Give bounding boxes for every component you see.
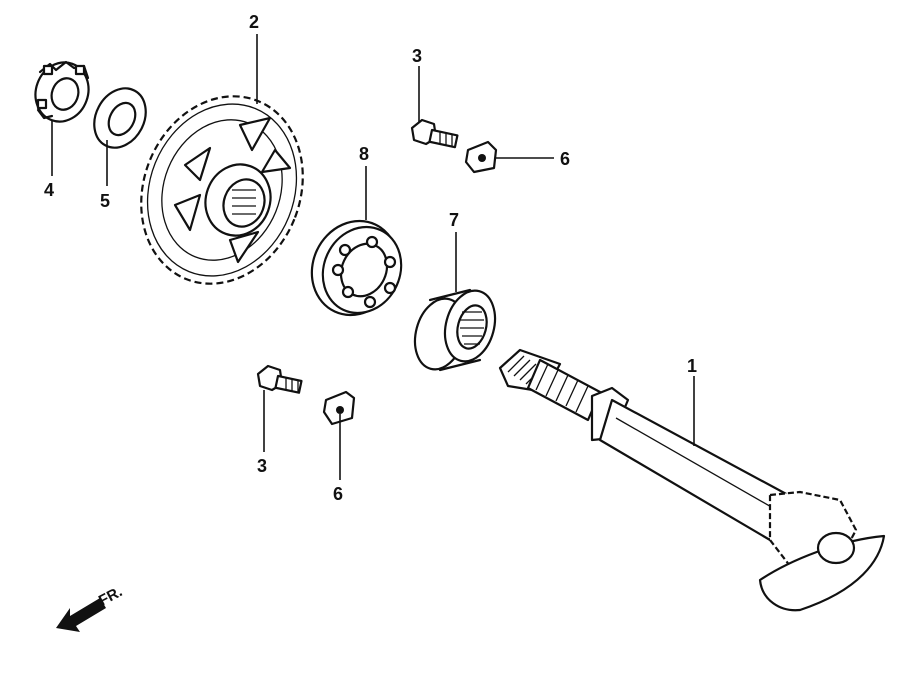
leader-lines <box>51 34 695 480</box>
callout-7: 7 <box>449 210 459 230</box>
callout-2: 2 <box>249 12 259 32</box>
plate-lower-part <box>322 390 356 426</box>
plate-upper-part <box>464 140 498 174</box>
callout-5: 5 <box>100 191 110 211</box>
callout-4: 4 <box>44 180 54 200</box>
callout-3-upper: 3 <box>412 46 422 66</box>
sprocket-part <box>140 95 304 285</box>
bolt-lower-part <box>256 364 303 394</box>
callout-6-lower: 6 <box>333 484 343 504</box>
needle-bearing-part <box>413 288 497 372</box>
callout-8: 8 <box>359 144 369 164</box>
callout-1: 1 <box>687 356 697 376</box>
nut-part <box>34 60 90 123</box>
shaft-part <box>498 348 886 612</box>
callout-6-upper: 6 <box>560 149 570 169</box>
ball-bearing-part <box>310 219 403 317</box>
bolt-upper-part <box>410 118 459 149</box>
arrow-left-icon <box>56 598 106 632</box>
front-direction-indicator: FR. <box>56 583 125 632</box>
callout-3-lower: 3 <box>257 456 267 476</box>
callouts: 2 4 5 3 6 8 7 3 6 1 <box>44 12 697 504</box>
washer-part <box>93 87 147 149</box>
